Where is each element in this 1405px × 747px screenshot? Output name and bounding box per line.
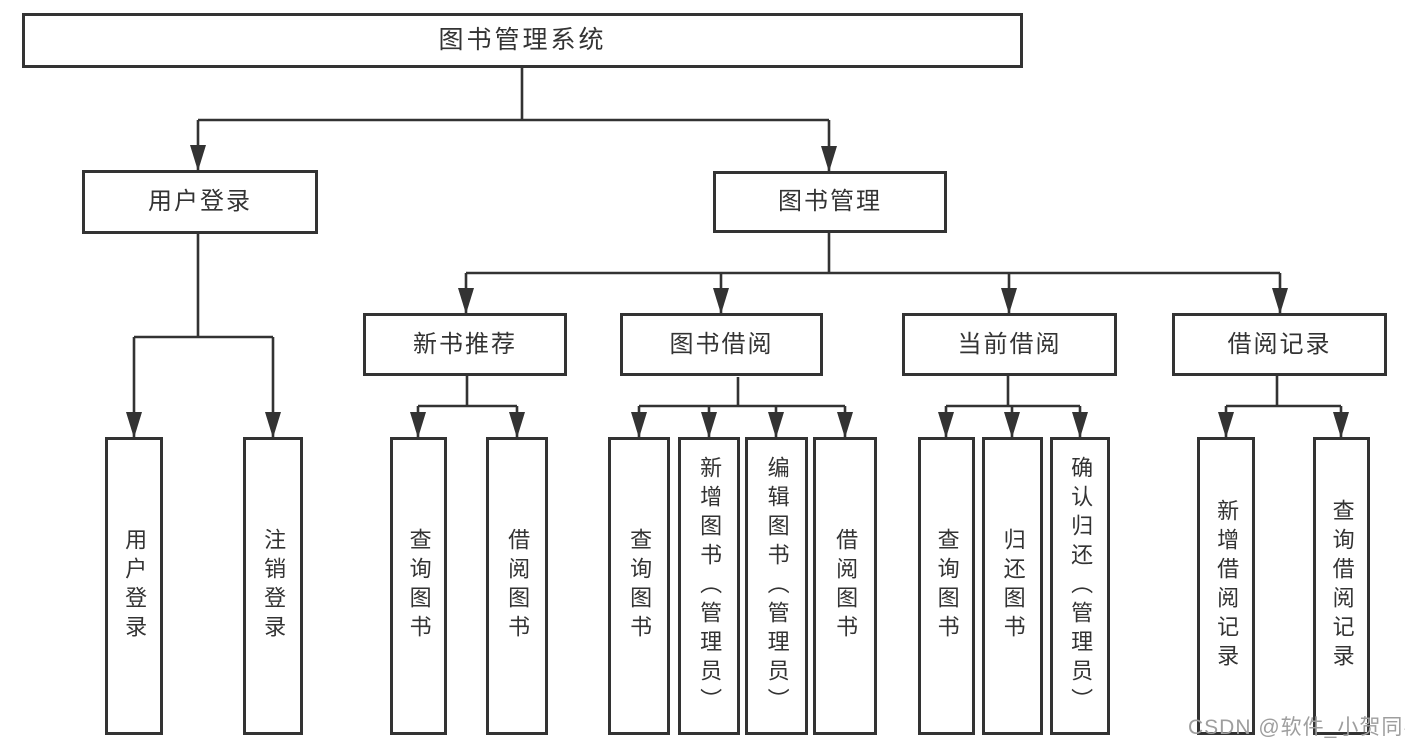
node-current-borrow: 当前借阅 [902,313,1117,376]
leaf-query-borrow-record-label: 查询借阅记录 [1329,499,1355,673]
node-new-book-recommend-label: 新书推荐 [413,330,517,358]
leaf-edit-book-admin: 编辑图书（管理员） [745,437,808,735]
node-root-label: 图书管理系统 [438,26,607,54]
node-book-management: 图书管理 [713,171,947,233]
leaf-query-books: 查询图书 [608,437,670,735]
wire-book-management [466,233,1280,275]
leaf-borrow-books: 借阅图书 [486,437,548,735]
leaf-edit-book-admin-label: 编辑图书（管理员） [764,455,790,717]
leaf-query-books: 查询图书 [390,437,447,735]
leaf-return-books: 归还图书 [982,437,1043,735]
node-user-login: 用户登录 [82,170,318,234]
leaf-user-login-label: 用户登录 [122,528,148,644]
leaf-add-book-admin-label: 新增图书（管理员） [697,455,723,717]
wire-borrow-records [1226,376,1341,408]
leaf-borrow-books: 借阅图书 [813,437,877,735]
wire-user-login [134,234,273,339]
leaf-add-book-admin: 新增图书（管理员） [678,437,740,735]
leaf-query-books-label: 查询图书 [406,528,432,644]
leaf-add-borrow-record-label: 新增借阅记录 [1214,499,1240,673]
leaf-confirm-return-admin-label: 确认归还（管理员） [1068,455,1094,717]
leaf-query-borrow-record: 查询借阅记录 [1313,437,1370,735]
leaf-confirm-return-admin: 确认归还（管理员） [1050,437,1110,735]
wire-root [198,68,829,122]
leaf-return-books-label: 归还图书 [1000,528,1026,644]
node-borrow-records-label: 借阅记录 [1227,330,1332,358]
node-user-login-label: 用户登录 [148,188,252,215]
leaf-borrow-books-label: 借阅图书 [505,528,531,644]
watermark: CSDN @软件_小贺同学 [1188,716,1405,739]
leaf-query-books: 查询图书 [918,437,975,735]
wire-new-book-recommend [418,376,517,408]
wire-current-borrow [946,376,1080,408]
leaf-query-books-label: 查询图书 [627,528,653,644]
leaf-borrow-books-label: 借阅图书 [833,528,859,644]
leaf-user-login: 用户登录 [105,437,163,735]
node-current-borrow-label: 当前借阅 [957,330,1062,358]
node-root: 图书管理系统 [22,13,1023,68]
node-book-borrow-label: 图书借阅 [669,330,774,358]
leaf-logout-label: 注销登录 [261,528,287,644]
node-book-management-label: 图书管理 [778,188,882,215]
node-book-borrow: 图书借阅 [620,313,823,376]
wire-book-borrow [639,377,845,408]
leaf-query-books-label: 查询图书 [934,528,960,644]
node-new-book-recommend: 新书推荐 [363,313,567,376]
leaf-add-borrow-record: 新增借阅记录 [1197,437,1255,735]
leaf-logout: 注销登录 [243,437,303,735]
node-borrow-records: 借阅记录 [1172,313,1387,376]
